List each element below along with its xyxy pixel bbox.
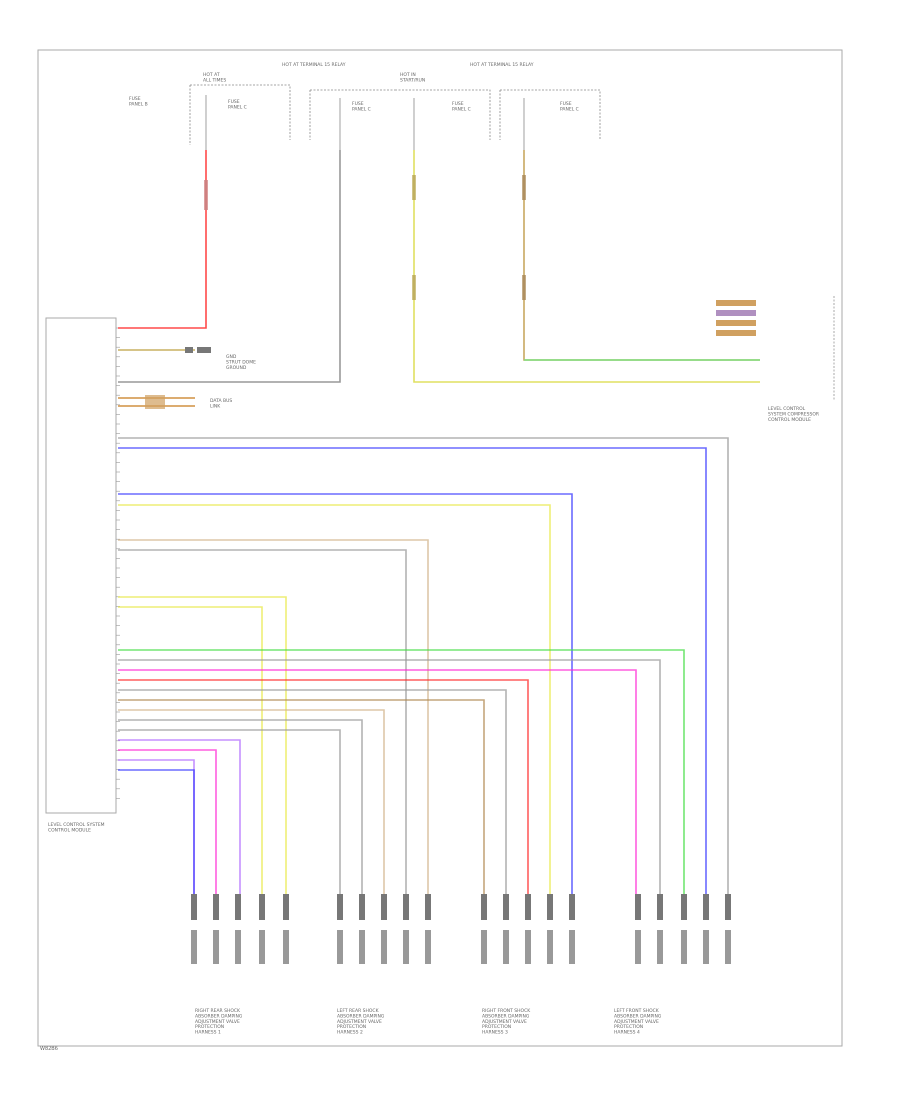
- harness-wire: [118, 437, 729, 900]
- harness-wire: [118, 669, 637, 900]
- connector-plug: [525, 894, 531, 920]
- connector-terminal: [703, 930, 709, 964]
- harness-wire: [118, 689, 507, 900]
- connector-terminal: [403, 930, 409, 964]
- connector-terminal: [547, 930, 553, 964]
- compressor-connectors: [716, 300, 756, 336]
- connector-terminal: [569, 930, 575, 964]
- module-pins: [116, 327, 120, 799]
- harness-wire: [118, 493, 573, 900]
- harness-wire: [118, 739, 241, 900]
- harness-wires: [118, 437, 729, 900]
- connector-terminal: [359, 930, 365, 964]
- connector-terminal: [213, 930, 219, 964]
- harness-wire: [118, 606, 263, 900]
- diagram-border: [37, 49, 843, 1047]
- connector-terminal: [259, 930, 265, 964]
- label-relay-1: HOT AT TERMINAL 15 RELAY: [282, 62, 346, 68]
- harness-wire: [118, 699, 485, 900]
- connector-terminal: [503, 930, 509, 964]
- connector-plug: [259, 894, 265, 920]
- ground-stub: [118, 347, 211, 353]
- harness-wire: [118, 659, 661, 900]
- harness-wire: [118, 504, 551, 900]
- connector-terminal: [337, 930, 343, 964]
- data-bus-stub: [118, 395, 195, 409]
- harness-wire: [118, 769, 195, 900]
- connector-terminal: [725, 930, 731, 964]
- label-relay-2: HOT AT TERMINAL 15 RELAY: [470, 62, 534, 68]
- control-module-box: [45, 317, 117, 814]
- harness-wire: [118, 759, 195, 900]
- connector-plug: [569, 894, 575, 920]
- connector-terminal: [381, 930, 387, 964]
- connector-terminal: [657, 930, 663, 964]
- bottom-connectors: [191, 894, 731, 964]
- power-feeds: [118, 150, 760, 383]
- connector-plug: [481, 894, 487, 920]
- harness-wire: [118, 447, 707, 900]
- harness-wire: [118, 719, 363, 900]
- connector-plug: [359, 894, 365, 920]
- diagram-code: W82B6: [40, 1046, 58, 1052]
- connector-terminal: [525, 930, 531, 964]
- connector-plug: [547, 894, 553, 920]
- harness-wire: [118, 679, 529, 900]
- harness-wire: [118, 749, 217, 900]
- connector-plug: [283, 894, 289, 920]
- connector-terminal: [425, 930, 431, 964]
- connector-plug: [235, 894, 241, 920]
- harness-wire: [118, 539, 429, 900]
- connector-plug: [725, 894, 731, 920]
- connector-terminal: [235, 930, 241, 964]
- connector-terminal: [191, 930, 197, 964]
- harness-wire: [118, 596, 287, 900]
- connector-plug: [681, 894, 687, 920]
- connector-terminal: [635, 930, 641, 964]
- connector-plug: [213, 894, 219, 920]
- connector-plug: [703, 894, 709, 920]
- connector-plug: [403, 894, 409, 920]
- connector-plug: [191, 894, 197, 920]
- harness-wire: [118, 649, 685, 900]
- connector-plug: [635, 894, 641, 920]
- connector-plug: [381, 894, 387, 920]
- connector-plug: [657, 894, 663, 920]
- connector-terminal: [681, 930, 687, 964]
- feed-connectors: [204, 175, 526, 300]
- connector-terminal: [283, 930, 289, 964]
- connector-plug: [425, 894, 431, 920]
- connector-plug: [337, 894, 343, 920]
- harness-wire: [118, 709, 385, 900]
- connector-plug: [503, 894, 509, 920]
- connector-terminal: [481, 930, 487, 964]
- harness-wire: [118, 549, 407, 900]
- harness-wire: [118, 729, 341, 900]
- fuse-boxes: [189, 84, 601, 150]
